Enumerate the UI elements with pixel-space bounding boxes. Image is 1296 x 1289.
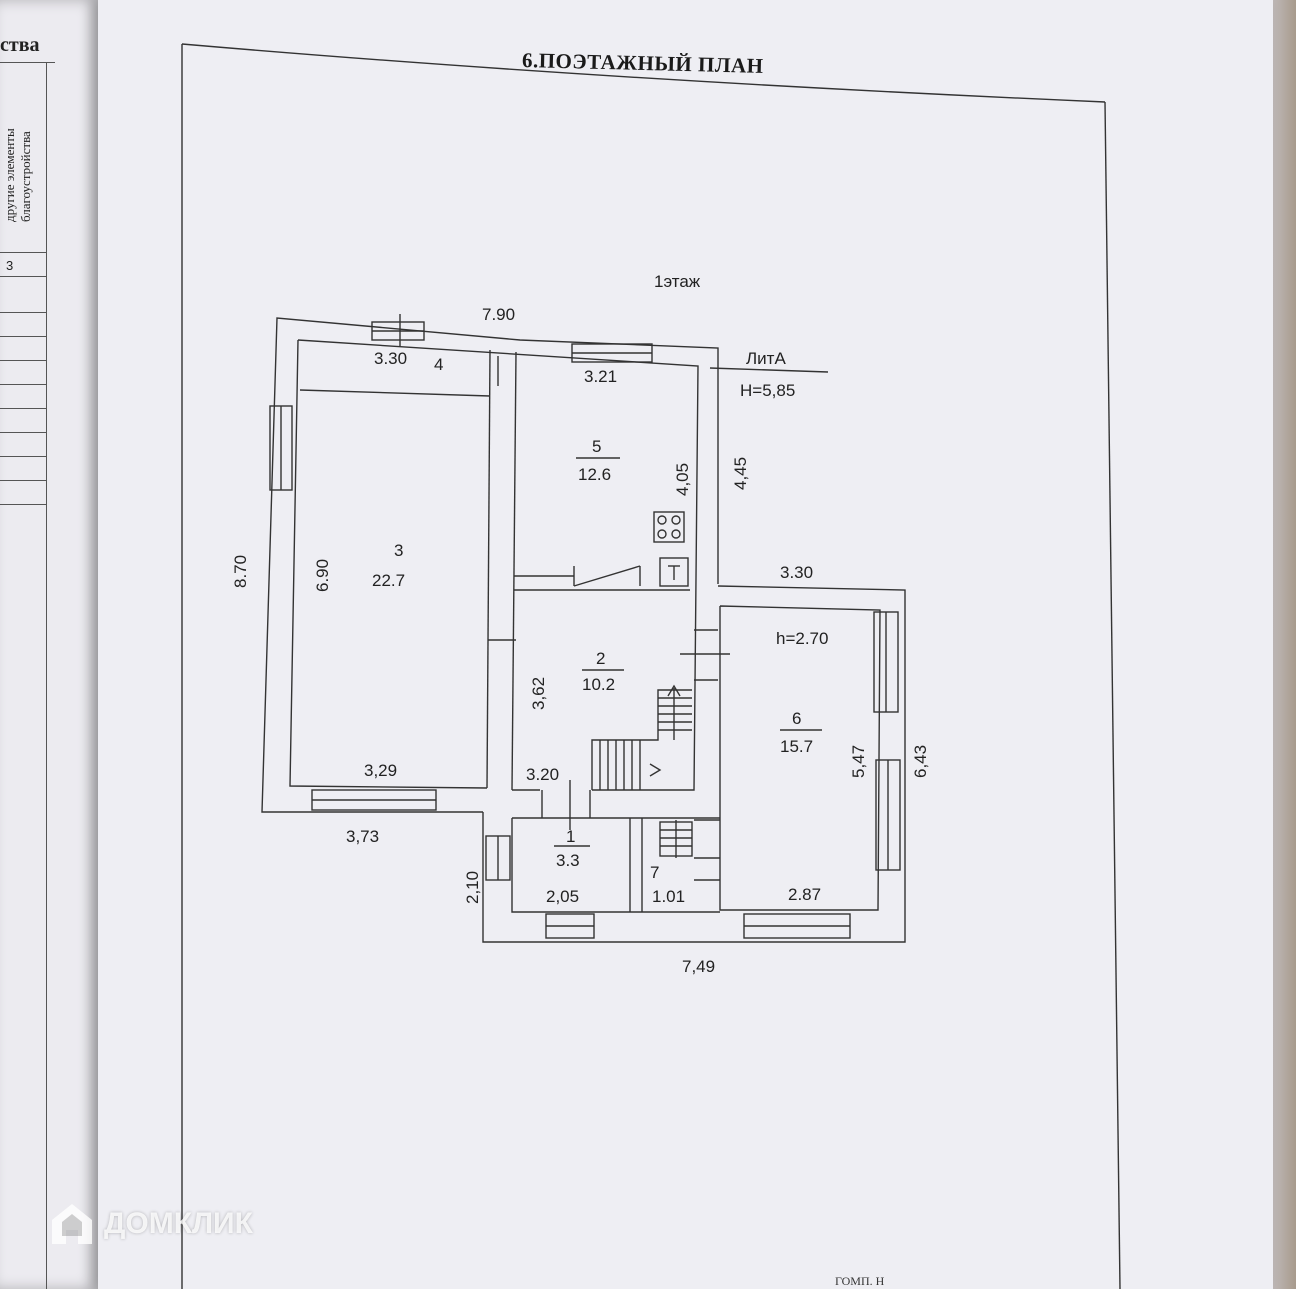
room6-number: 6 xyxy=(792,709,801,728)
letter-label: ЛитА xyxy=(746,349,786,368)
footer-text: ГОМП. Н xyxy=(835,1274,885,1288)
room2-area: 10.2 xyxy=(582,675,615,694)
watermark-brand: ДОМКЛИК xyxy=(104,1207,253,1240)
dim-room3-depth: 6.90 xyxy=(313,559,332,592)
dim-room6-width: 2.87 xyxy=(788,885,821,904)
dim-bottom-left: 3,73 xyxy=(346,827,379,846)
stairs-outline xyxy=(591,689,692,790)
dim-room5-depth: 4,05 xyxy=(673,463,692,496)
room1-number: 1 xyxy=(566,827,575,846)
room5-number: 5 xyxy=(592,437,601,456)
dim-annex-top: 3.30 xyxy=(780,563,813,582)
appliance-box xyxy=(659,557,689,587)
house-logo-icon xyxy=(52,1204,92,1244)
dim-room4-width: 3.30 xyxy=(374,349,407,368)
frame-right-line xyxy=(1104,101,1121,1289)
room5-area: 12.6 xyxy=(578,465,611,484)
dim-room3-width: 3,29 xyxy=(364,761,397,780)
left-page-heading: ства xyxy=(0,34,40,56)
room3-number: 3 xyxy=(394,541,403,560)
outer-wall-main xyxy=(261,317,719,813)
inner-wall-top xyxy=(297,339,699,791)
dim-right-upper: 4,45 xyxy=(731,457,750,490)
frame-top-line xyxy=(181,43,1106,103)
dim-room6-depth: 5,47 xyxy=(849,745,868,778)
dim-room5-width: 3.21 xyxy=(584,367,617,386)
outer-wall-annex xyxy=(482,585,906,943)
left-page-cell-number: 3 xyxy=(6,258,14,273)
room6-area: 15.7 xyxy=(780,737,813,756)
partition-3-right xyxy=(486,349,491,789)
stove-icon xyxy=(653,511,685,543)
room1-area: 3.3 xyxy=(556,851,580,870)
room7-area: 1.01 xyxy=(652,887,685,906)
watermark: ДОМКЛИК xyxy=(48,1200,253,1248)
room2-number: 2 xyxy=(596,649,605,668)
room6-height: h=2.70 xyxy=(776,629,828,648)
room1-walls xyxy=(511,818,720,913)
floor-label: 1этаж xyxy=(654,272,701,291)
room4-number: 4 xyxy=(434,355,443,374)
room7-number: 7 xyxy=(650,863,659,882)
dim-bottom-total: 7,49 xyxy=(682,957,715,976)
document-page xyxy=(98,0,1273,1289)
height-label: H=5,85 xyxy=(740,381,795,400)
partition-25-left xyxy=(511,351,517,791)
dim-left-total: 8.70 xyxy=(231,555,250,588)
dim-room1-width: 2,05 xyxy=(546,887,579,906)
inner-wall-room3 xyxy=(289,339,488,789)
room4-divider xyxy=(299,389,491,397)
room6-walls xyxy=(719,605,881,911)
dim-porch-depth: 2,10 xyxy=(463,871,482,904)
leader-line xyxy=(709,367,829,373)
left-facing-page: ства другие элементы благоустройства 3 xyxy=(0,0,100,1289)
dim-room2-width: 3.20 xyxy=(526,765,559,784)
dim-annex-right: 6,43 xyxy=(911,745,930,778)
dim-top-total: 7.90 xyxy=(482,305,515,324)
room3-area: 22.7 xyxy=(372,571,405,590)
dim-room2-depth: 3,62 xyxy=(529,677,548,710)
